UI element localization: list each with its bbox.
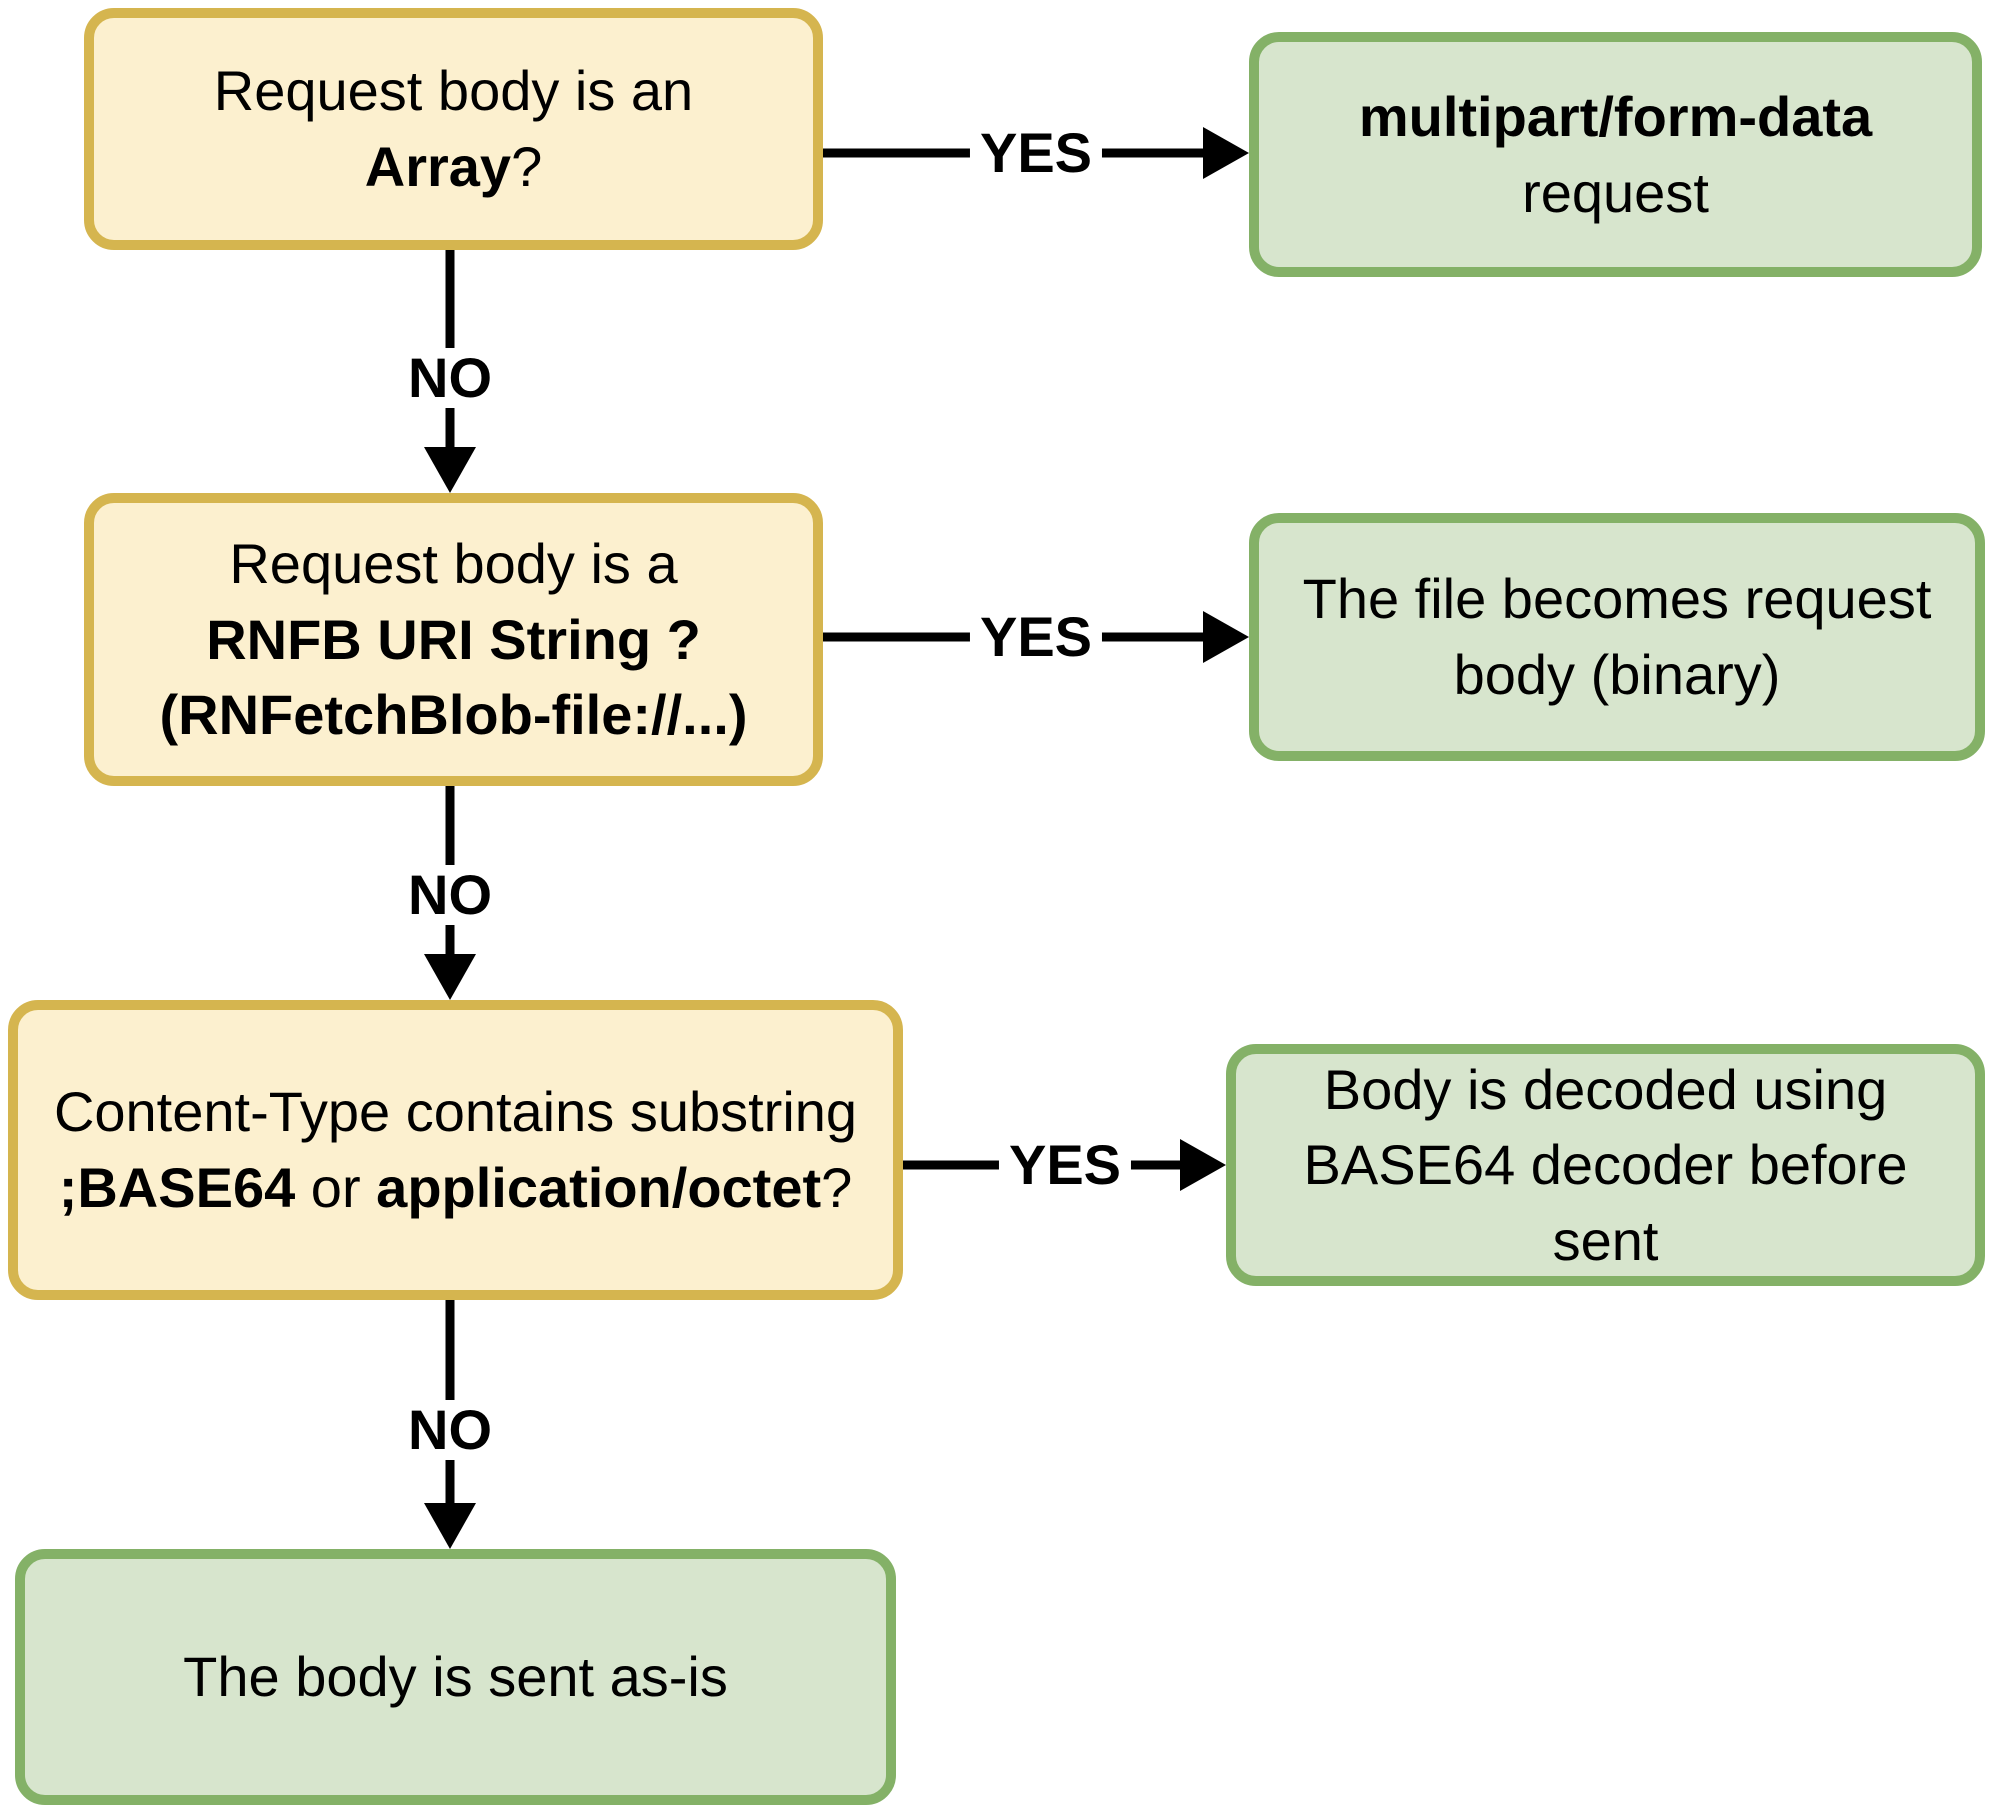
text-bold: application/octet	[376, 1156, 822, 1219]
edge-no1-arrowhead	[424, 447, 476, 493]
node-text-line2: RNFB URI String ?	[206, 607, 701, 671]
node-text-line2: request	[1522, 160, 1709, 224]
node-result-base64-decoded: Body is decoded using BASE64 decoder bef…	[1226, 1044, 1985, 1286]
edge-label-no2: NO	[398, 865, 502, 925]
text-regular: ?	[511, 135, 543, 198]
node-text-line2: ;BASE64 or application/octet?	[59, 1150, 853, 1226]
edge-label-yes2: YES	[969, 607, 1103, 667]
edge-label-no3: NO	[398, 1400, 502, 1460]
node-question-array: Request body is an Array?	[84, 8, 823, 250]
node-result-file-binary: The file becomes request body (binary)	[1249, 513, 1985, 761]
node-text-line1: multipart/form-data	[1358, 84, 1873, 148]
node-text: Request body is an Array?	[122, 53, 785, 204]
node-result-multipart: multipart/form-data request	[1249, 32, 1982, 277]
edge-no2-arrowhead	[424, 954, 476, 1000]
node-text: The file becomes request body (binary)	[1302, 567, 1932, 706]
text-regular: Request body is an	[213, 59, 694, 123]
edge-label-yes1: YES	[969, 123, 1103, 183]
edge-no3-arrowhead	[424, 1503, 476, 1549]
edge-label-no1: NO	[398, 348, 502, 408]
edge-yes1-arrowhead	[1203, 127, 1249, 179]
node-text-line3: (RNFetchBlob-file://...)	[159, 683, 748, 747]
edge-yes2-arrowhead	[1203, 611, 1249, 663]
edge-yes3-arrowhead	[1180, 1139, 1226, 1191]
node-text: Body is decoded using BASE64 decoder bef…	[1303, 1057, 1908, 1272]
node-text: The body is sent as-is	[183, 1645, 728, 1709]
text-regular: or	[295, 1156, 377, 1219]
edge-label-yes3: YES	[998, 1135, 1132, 1195]
node-result-body-as-is: The body is sent as-is	[15, 1549, 896, 1805]
text-regular: ?	[821, 1156, 853, 1219]
node-text-line1: Request body is a	[229, 532, 678, 596]
text-bold: Array	[364, 135, 512, 198]
text-bold: ;BASE64	[58, 1156, 296, 1219]
node-question-rnfb-uri: Request body is a RNFB URI String ? (RNF…	[84, 493, 823, 786]
node-question-content-type: Content-Type contains substring ;BASE64 …	[8, 1000, 903, 1300]
node-text-line1: Content-Type contains substring	[53, 1080, 858, 1144]
